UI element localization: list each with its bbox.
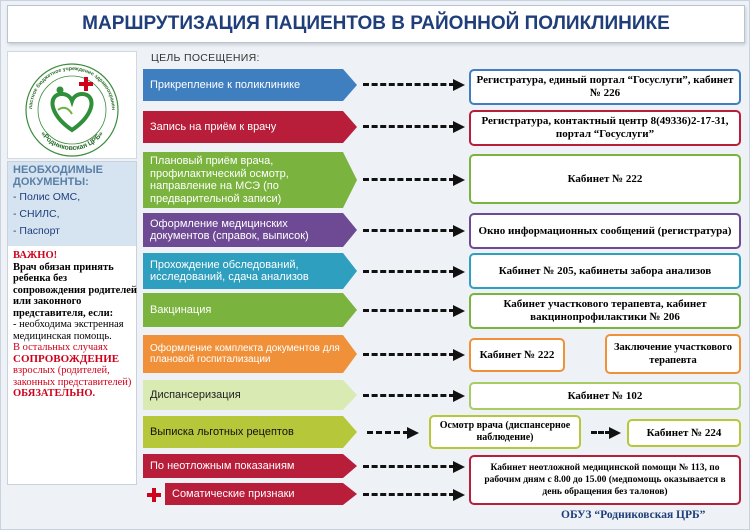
arrowhead-icon (453, 266, 465, 278)
destination-box: Кабинет неотложной медицинской помощи № … (469, 455, 741, 505)
svg-text:«Родниковская ЦРБ»: «Родниковская ЦРБ» (39, 130, 105, 152)
arrowhead-icon (407, 427, 419, 439)
arrowhead-icon (609, 427, 621, 439)
dashed-connector (363, 83, 455, 86)
destination-box: Кабинет № 222 (469, 154, 741, 204)
documents-title: НЕОБХОДИМЫЕ ДОКУМЕНТЫ: (13, 164, 103, 188)
red-cross-icon (147, 488, 161, 502)
arrowhead-icon (453, 305, 465, 317)
important-note: ВАЖНО! Врач обязан принять ребенка без с… (13, 250, 137, 400)
purpose-arrow-prescriptions: Выписка льготных рецептов (143, 416, 357, 448)
note-item: - необходима экстренная медицинская помо… (13, 319, 124, 342)
footer-organization: ОБУЗ “Родниковская ЦРБ” (561, 509, 706, 521)
purpose-arrow-vaccination: Вакцинация (143, 293, 357, 327)
purpose-label-text: Оформление медицинских документов (справ… (150, 217, 309, 242)
dashed-connector (363, 394, 455, 397)
destination-box-secondary: Кабинет № 224 (627, 419, 741, 447)
hospital-logo: Областное бюджетное учреждение здравоохр… (6, 47, 137, 159)
dashed-connector (363, 353, 455, 356)
purpose-arrow-planned-visit: Плановый приём врача, профилактический о… (143, 152, 357, 208)
logo-ring-top-text: Областное бюджетное учреждение здравоохр… (6, 47, 116, 110)
dashed-connector (367, 431, 409, 434)
required-documents: НЕОБХОДИМЫЕ ДОКУМЕНТЫ: - Полис ОМС, - СН… (8, 162, 136, 246)
document-item: - СНИЛС, (13, 208, 60, 220)
destination-box: Кабинет № 102 (469, 382, 741, 410)
purpose-arrow-somatic: Соматические признаки (165, 483, 357, 505)
note-red-big: СОПРОВОЖДЕНИЕ (13, 352, 120, 365)
dashed-connector (363, 229, 455, 232)
purpose-arrow-attachment: Прикрепление к поликлинике (143, 69, 357, 101)
arrowhead-icon (453, 174, 465, 186)
arrowhead-icon (453, 349, 465, 361)
note-red-1: В остальных случаях (13, 342, 109, 353)
purpose-label-text: Вакцинация (150, 303, 212, 316)
purpose-label-text: Диспансеризация (150, 388, 241, 401)
svg-text:Областное бюджетное учреждение: Областное бюджетное учреждение здравоохр… (8, 52, 116, 110)
arrowhead-icon (453, 489, 465, 501)
dashed-connector (363, 178, 455, 181)
destination-box: Осмотр врача (диспансерное наблюдение) (429, 415, 581, 449)
purpose-arrow-hospitalization: Оформление комплекта документов для план… (143, 335, 357, 373)
destination-box: Кабинет № 205, кабинеты забора анализов (469, 253, 741, 289)
logo-ring-bottom-text: «Родниковская ЦРБ» (39, 130, 105, 152)
purpose-label-text: Прикрепление к поликлинике (150, 78, 301, 91)
dashed-connector (591, 431, 611, 434)
left-info-panel: НЕОБХОДИМЫЕ ДОКУМЕНТЫ: - Полис ОМС, - СН… (7, 161, 137, 485)
purpose-arrow-checkup: Диспансеризация (143, 380, 357, 410)
note-red-3: ОБЯЗАТЕЛЬНО. (13, 388, 96, 399)
purpose-label-text: Выписка льготных рецептов (150, 425, 294, 438)
destination-box: Кабинет № 222 (469, 338, 565, 372)
title-banner: МАРШРУТИЗАЦИЯ ПАЦИЕНТОВ В РАЙОННОЙ ПОЛИК… (7, 5, 745, 43)
purpose-label-text: По неотложным показаниям (150, 459, 295, 472)
page-title: МАРШРУТИЗАЦИЯ ПАЦИЕНТОВ В РАЙОННОЙ ПОЛИК… (82, 13, 670, 34)
document-item: - Паспорт (13, 225, 60, 237)
arrowhead-icon (453, 461, 465, 473)
destination-box-secondary: Заключение участкового терапевта (605, 334, 741, 374)
purpose-label-text: Запись на приём к врачу (150, 120, 277, 133)
document-item: - Полис ОМС, (13, 191, 81, 203)
destination-box: Регистратура, контактный центр 8(49336)2… (469, 110, 741, 146)
purpose-arrow-emergency: По неотложным показаниям (143, 454, 357, 478)
dashed-connector (363, 125, 455, 128)
destination-box: Окно информационных сообщений (регистрат… (469, 213, 741, 249)
note-text: Врач обязан принять ребенка без сопровож… (13, 261, 137, 319)
purpose-label-text: Соматические признаки (172, 487, 295, 500)
purpose-label-text: Оформление комплекта документов для план… (150, 342, 340, 365)
destination-box: Регистратура, единый портал “Госуслуги”,… (469, 69, 741, 105)
dashed-connector (363, 270, 455, 273)
dashed-connector (363, 465, 455, 468)
dashed-connector (363, 309, 455, 312)
arrowhead-icon (453, 225, 465, 237)
purpose-label: ЦЕЛЬ ПОСЕЩЕНИЯ: (151, 52, 260, 64)
purpose-arrow-appointment: Запись на приём к врачу (143, 111, 357, 143)
destination-box: Кабинет участкового терапевта, кабинет в… (469, 293, 741, 329)
purpose-label-text: Плановый приём врача, профилактический о… (150, 155, 289, 205)
dashed-connector (363, 493, 455, 496)
purpose-label-text: Прохождение обследований, исследований, … (150, 258, 309, 283)
arrowhead-icon (453, 79, 465, 91)
note-red-2: взрослых (родителей, законных представит… (13, 365, 132, 388)
purpose-arrow-tests: Прохождение обследований, исследований, … (143, 253, 357, 289)
arrowhead-icon (453, 121, 465, 133)
important-label: ВАЖНО! (13, 250, 58, 261)
purpose-arrow-documents: Оформление медицинских документов (справ… (143, 213, 357, 247)
arrowhead-icon (453, 390, 465, 402)
